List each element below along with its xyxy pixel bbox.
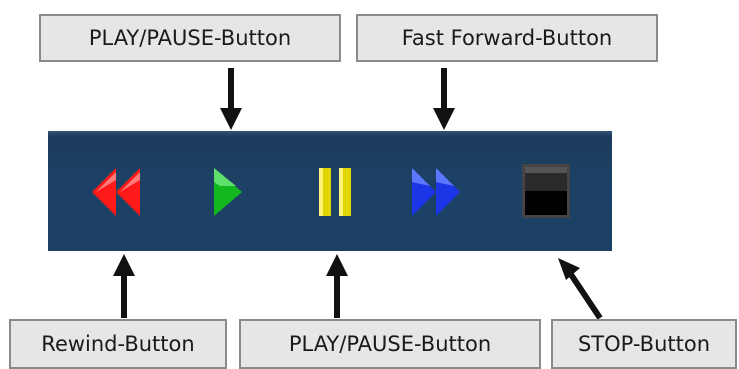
play-icon [214,168,242,216]
play-pause-label-text: PLAY/PAUSE-Button [288,331,492,356]
rewind-icon [92,168,140,216]
arrow-up-to-pause [326,254,348,318]
stop-button-label: STOP-Button [551,319,737,369]
arrow-up-to-rewind [113,254,135,318]
pause-button[interactable] [316,166,356,218]
stop-icon [522,164,570,218]
rewind-button-label: Rewind-Button [9,319,227,369]
fast-forward-button[interactable] [410,166,464,218]
arrow-down-to-fast-forward [433,68,455,130]
fast-forward-label-text: Fast Forward-Button [401,25,613,50]
arrow-up-to-stop [558,258,603,320]
stop-label-text: STOP-Button [577,331,711,356]
pause-icon [319,168,351,216]
rewind-button[interactable] [92,166,142,218]
fast-forward-icon [412,168,460,216]
arrow-down-to-play [220,68,242,130]
rewind-label-text: Rewind-Button [41,331,195,356]
play-pause-label-text: PLAY/PAUSE-Button [88,25,292,50]
play-pause-button-label-top: PLAY/PAUSE-Button [39,14,341,62]
play-button[interactable] [212,166,244,218]
fast-forward-button-label: Fast Forward-Button [356,14,658,62]
media-control-panel [48,131,612,251]
stop-button[interactable] [520,162,572,220]
play-pause-button-label-bottom: PLAY/PAUSE-Button [239,319,541,369]
